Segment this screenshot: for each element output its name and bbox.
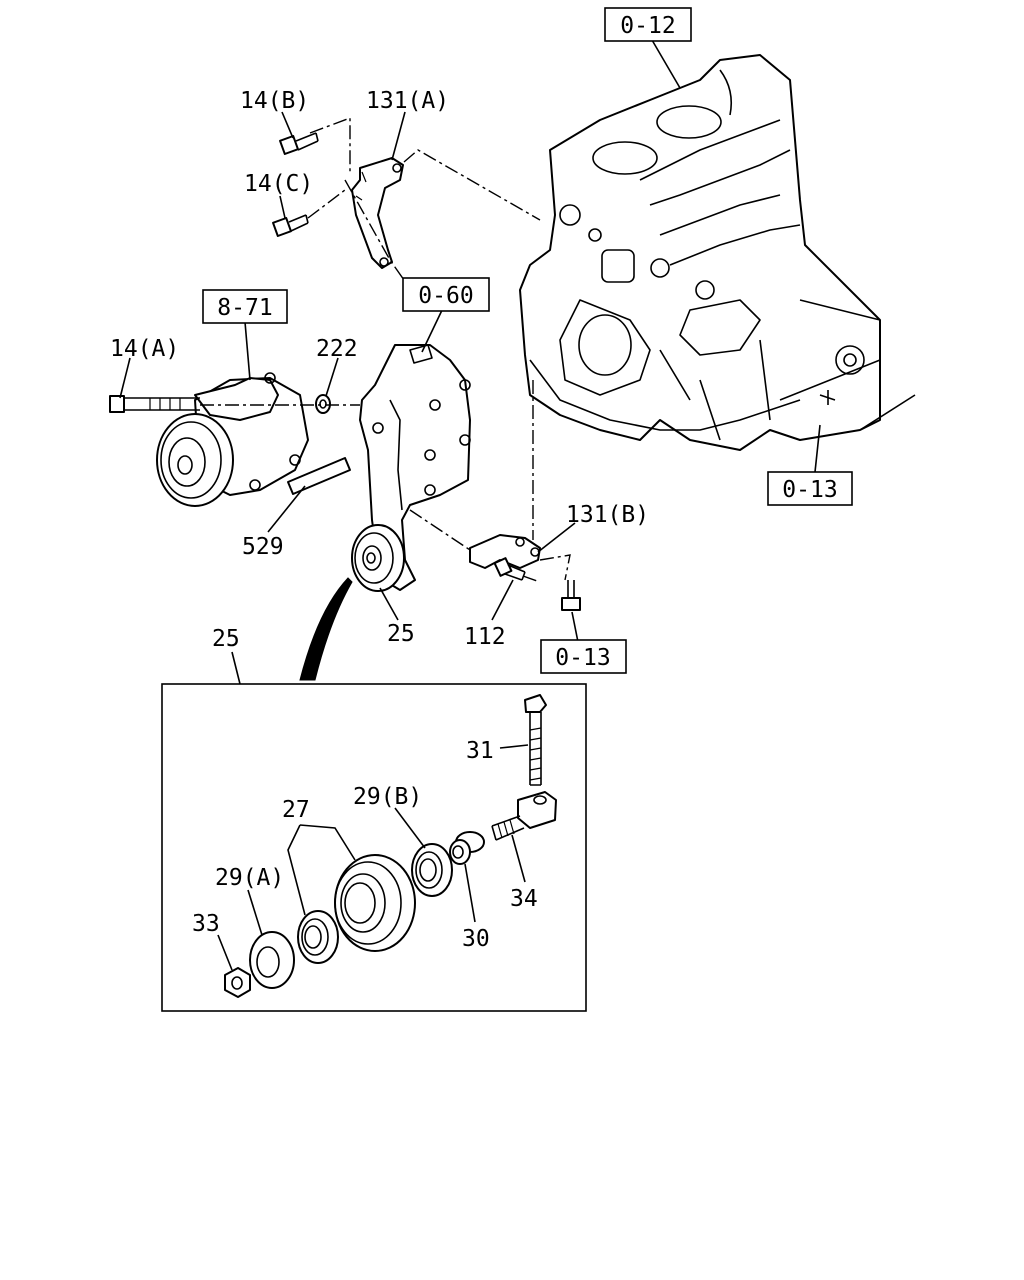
ref-0-13-lower-text: 0-13: [555, 645, 610, 671]
label-34: 34: [510, 886, 538, 912]
idler-pulley-main: [351, 524, 405, 592]
label-29a: 29(A): [215, 865, 284, 891]
label-30: 30: [462, 926, 490, 952]
label-14c: 14(C): [244, 171, 313, 197]
label-14b: 14(B): [240, 88, 309, 114]
ref-0-13-lower: 0-13: [540, 639, 627, 674]
engine-block: [519, 54, 916, 451]
bolt-14b: [279, 132, 319, 155]
ref-8-71: 8-71: [202, 289, 288, 324]
bolt-34: [491, 791, 557, 841]
label-31: 31: [466, 738, 494, 764]
nut-33: [224, 967, 251, 998]
bolt-14a: [109, 395, 200, 413]
bearing-29b: [411, 843, 453, 897]
label-222: 222: [316, 336, 358, 362]
bolt-31: [524, 694, 547, 786]
label-131b: 131(B): [566, 502, 649, 528]
label-25-detail: 25: [212, 626, 240, 652]
ac-compressor: [156, 372, 309, 507]
label-112: 112: [464, 624, 506, 650]
ref-0-13-upper-text: 0-13: [782, 477, 837, 503]
plate-529: [287, 457, 351, 495]
label-131a: 131(A): [366, 88, 449, 114]
label-29b: 29(B): [353, 784, 422, 810]
detail-box: [161, 683, 587, 1012]
ref-8-71-text: 8-71: [217, 295, 272, 321]
leader-lines: [119, 39, 821, 971]
bolt-14c: [272, 214, 309, 237]
pulley-27: [334, 854, 416, 952]
detail-arrow: [299, 577, 353, 681]
ref-0-12-text: 0-12: [620, 13, 675, 39]
label-25-main: 25: [387, 621, 415, 647]
label-14a: 14(A): [110, 336, 179, 362]
washer-222: [315, 394, 331, 414]
bearing-inner: [297, 910, 339, 964]
bolt-lower: [561, 580, 581, 611]
label-27: 27: [282, 797, 310, 823]
part-labels: 14(B) 131(A) 14(C) 14(A) 222 529 25 131(…: [110, 88, 649, 952]
ref-0-60-text: 0-60: [418, 283, 473, 309]
label-529: 529: [242, 534, 284, 560]
lower-bracket-131b: [469, 534, 541, 569]
spacer-30: [449, 831, 485, 865]
washer-29a: [249, 931, 295, 989]
bolt-112: [493, 557, 526, 581]
ref-0-13-upper: 0-13: [767, 471, 853, 506]
upper-bracket-131a: [351, 157, 404, 269]
ref-0-60: 0-60: [402, 277, 490, 312]
label-33: 33: [192, 911, 220, 937]
ref-0-12: 0-12: [604, 7, 692, 42]
center-lines: [200, 116, 571, 583]
